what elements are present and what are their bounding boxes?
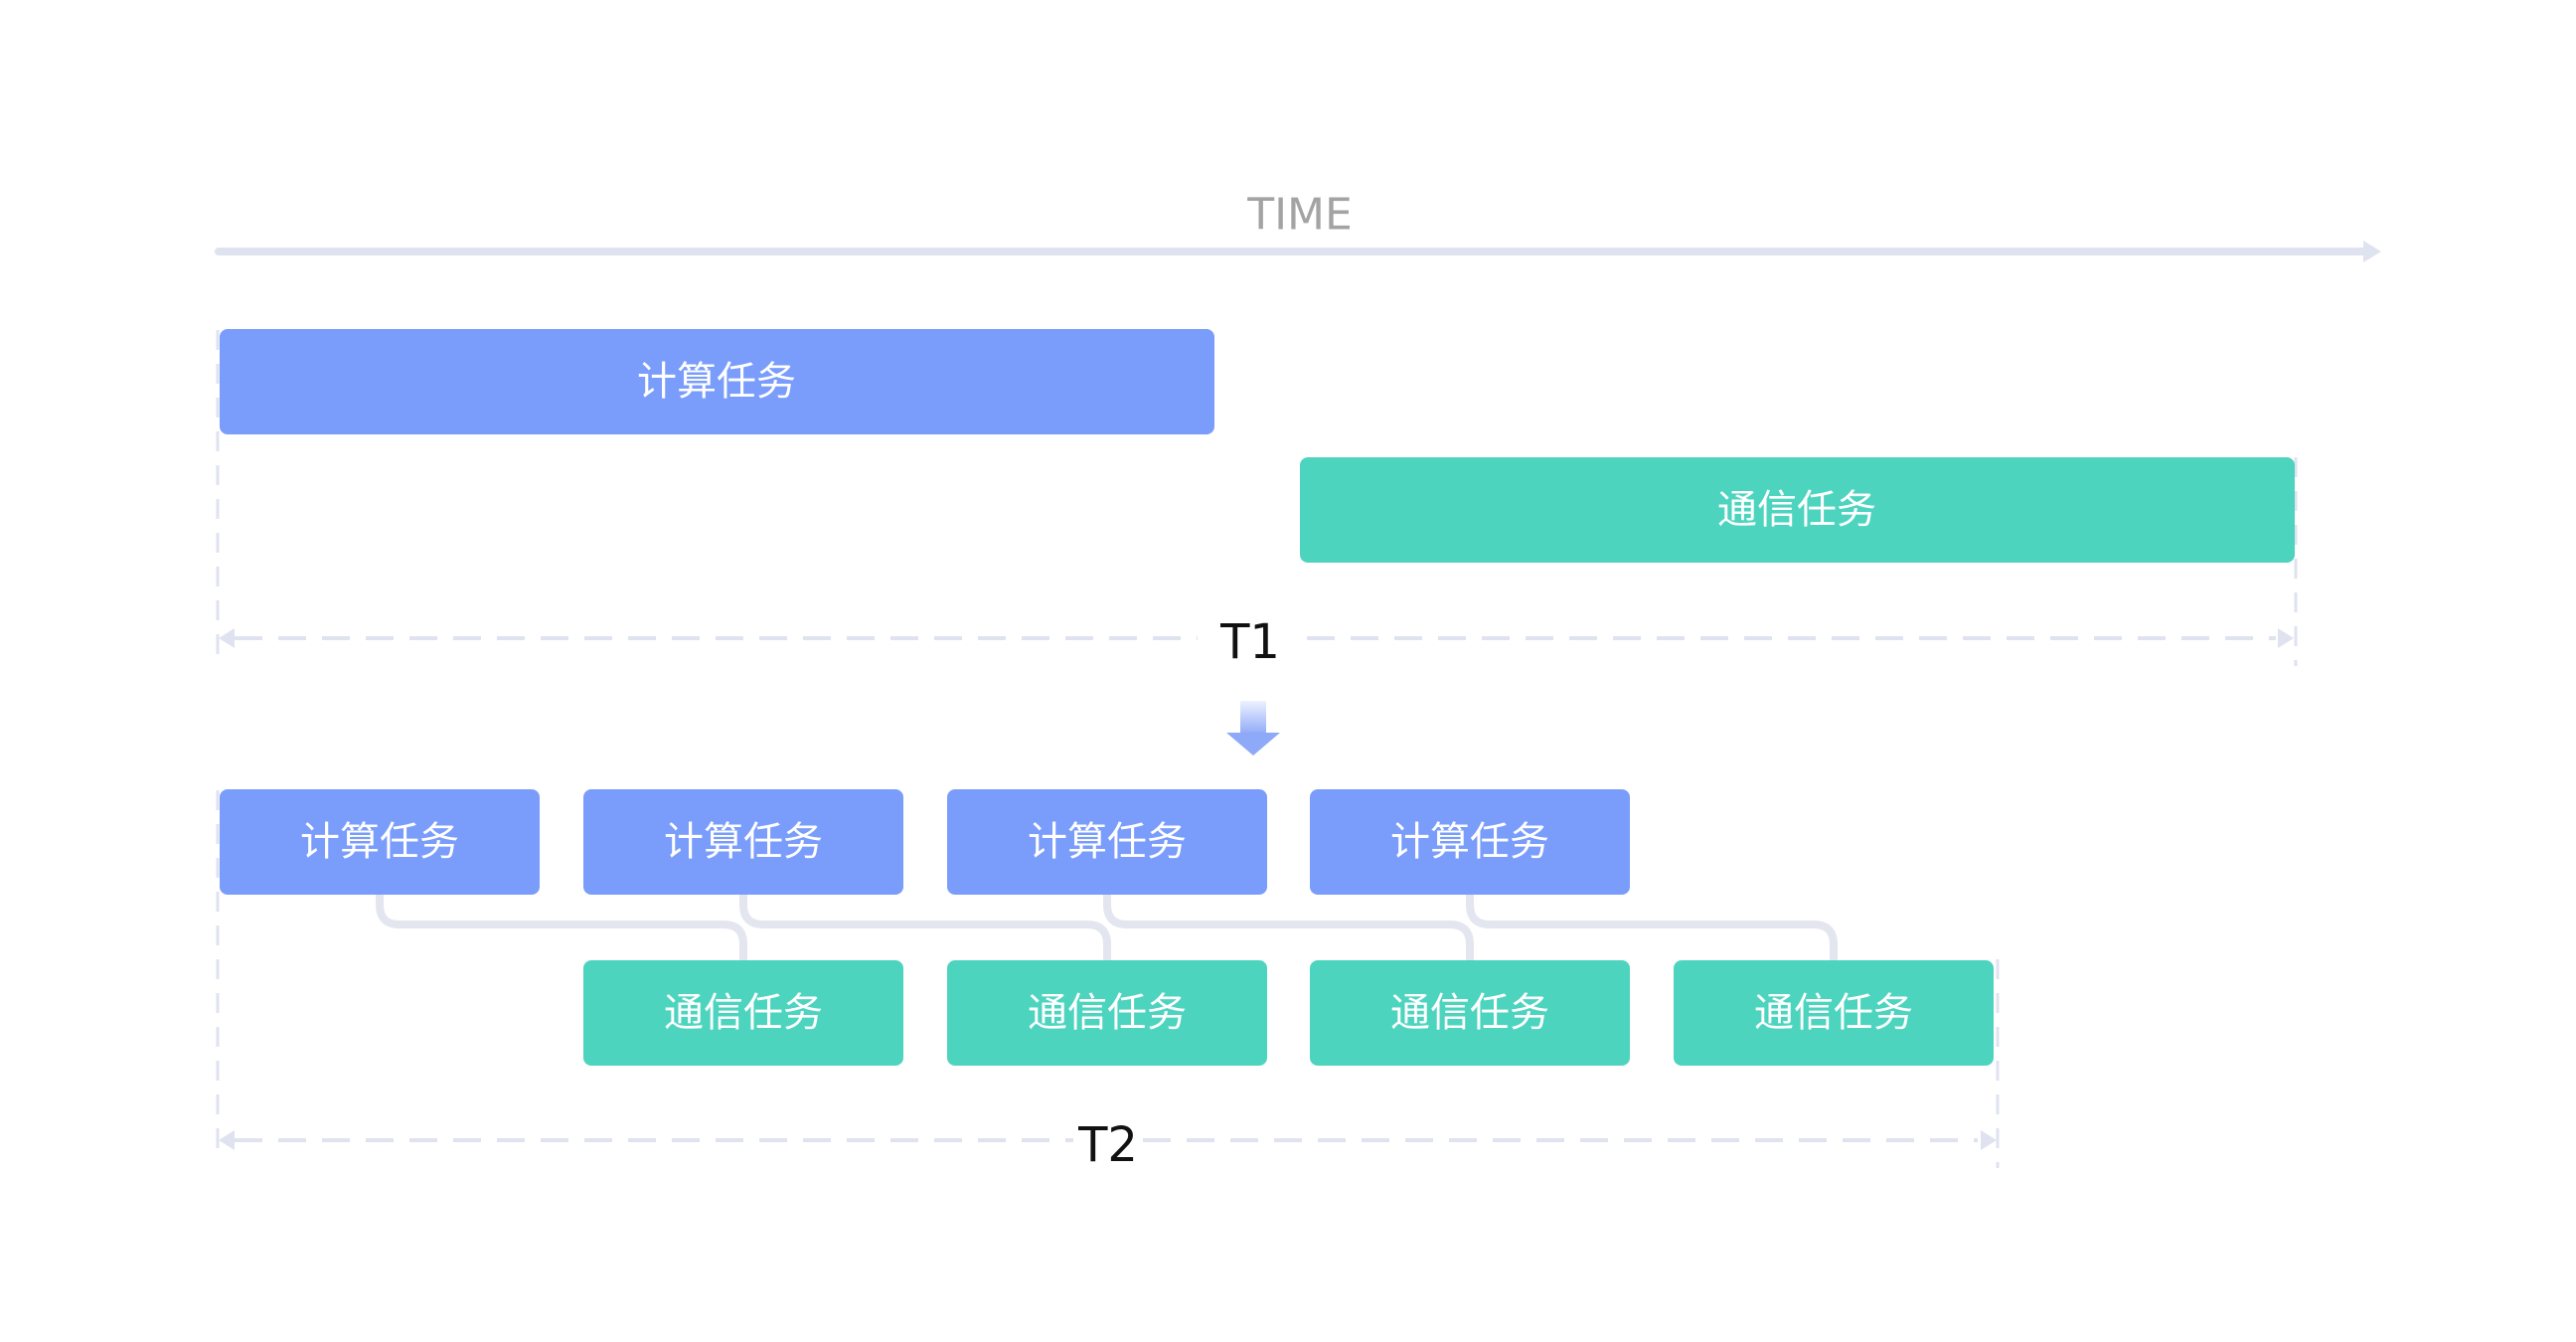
pipeline-comm-label: 通信任务 [1028,990,1187,1036]
pipeline-connectors [376,891,1838,964]
t2-left-arrowhead [219,1130,235,1150]
pipeline-compute-label: 计算任务 [664,819,823,865]
pipeline-compute-label: 计算任务 [300,819,459,865]
pipeline-comm-task: 通信任务 [1674,960,1994,1066]
t2-label: T2 [1077,1117,1138,1173]
t2-span: T2 [219,1117,1997,1173]
pipelined-section: 计算任务 计算任务 计算任务 计算任务 通信任务 通信任务 通信任务 通信任务 T2 [216,789,2000,1173]
pipeline-compute-task: 计算任务 [583,789,903,895]
pipeline-comm-label: 通信任务 [664,990,823,1036]
time-axis: TIME [215,190,2381,262]
pipeline-compute-task: 计算任务 [220,789,540,895]
pipeline-comm-task: 通信任务 [583,960,903,1066]
pipeline-comm-label: 通信任务 [1390,990,1549,1036]
pipeline-connector [1103,891,1474,964]
time-axis-label: TIME [1246,190,1353,241]
t1-span: T1 [219,614,2294,670]
sequential-compute-label: 计算任务 [637,359,796,405]
sequential-section: 计算任务 通信任务 T1 [216,329,2298,670]
sequential-compute-task: 计算任务 [220,329,1214,434]
pipeline-connector [1466,891,1838,964]
time-axis-arrowhead [2363,241,2381,262]
t1-right-arrowhead [2278,628,2294,648]
pipeline-comm-tasks: 通信任务 通信任务 通信任务 通信任务 [583,960,1994,1066]
pipeline-comm-label: 通信任务 [1754,990,1913,1036]
pipeline-compute-task: 计算任务 [947,789,1267,895]
sequential-comm-task: 通信任务 [1300,457,2295,563]
t1-label: T1 [1219,614,1280,670]
t2-right-arrowhead [1981,1130,1997,1150]
pipeline-connector [739,891,1111,964]
t1-left-arrowhead [219,628,235,648]
pipeline-compute-label: 计算任务 [1028,819,1187,865]
pipeline-compute-label: 计算任务 [1390,819,1549,865]
pipeline-comm-task: 通信任务 [947,960,1267,1066]
pipeline-compute-task: 计算任务 [1310,789,1630,895]
pipeline-compute-tasks: 计算任务 计算任务 计算任务 计算任务 [220,789,1630,895]
down-arrow-icon [1226,701,1280,755]
pipeline-comm-task: 通信任务 [1310,960,1630,1066]
pipeline-connector [376,891,747,964]
sequential-comm-label: 通信任务 [1717,487,1876,533]
